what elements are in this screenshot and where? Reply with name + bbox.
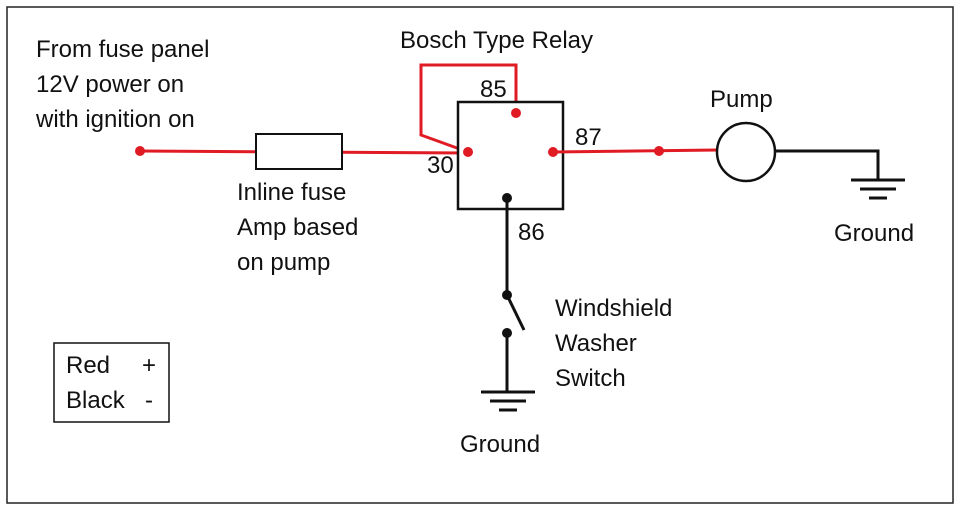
pump-ground-symbol xyxy=(851,178,905,200)
pin-30-label: 30 xyxy=(427,152,454,179)
pin-85-label: 85 xyxy=(480,76,507,103)
source-label-line2: 12V power on xyxy=(36,71,184,98)
power-source-terminal xyxy=(135,146,145,156)
switch-label-line1: Windshield xyxy=(555,295,672,322)
relay-pin-30 xyxy=(463,147,473,157)
fuse-label-line3: on pump xyxy=(237,249,330,276)
fuse-label-line2: Amp based xyxy=(237,214,358,241)
switch-ground-label: Ground xyxy=(460,431,540,458)
switch-label-line2: Washer xyxy=(555,330,637,357)
relay-title: Bosch Type Relay xyxy=(400,27,593,54)
relay-pin-85 xyxy=(511,108,521,118)
pin-86-label: 86 xyxy=(518,219,545,246)
pump-symbol xyxy=(715,121,777,183)
pump-feed-wire xyxy=(552,148,718,154)
switch-blade xyxy=(505,294,526,331)
pin-87-label: 87 xyxy=(575,124,602,151)
legend-black-label: Black xyxy=(66,387,126,414)
fuse-label-line1: Inline fuse xyxy=(237,179,346,206)
switch-label-line3: Switch xyxy=(555,365,626,392)
legend-red-label: Red xyxy=(66,352,110,379)
legend-red-symbol: + xyxy=(142,352,156,379)
source-label-line1: From fuse panel xyxy=(36,36,209,63)
pump-ground-wire xyxy=(775,149,880,180)
pump-feed-junction xyxy=(654,146,664,156)
legend-black-symbol: - xyxy=(145,387,153,414)
inline-fuse xyxy=(255,133,343,170)
pump-label: Pump xyxy=(710,86,773,113)
source-label-line3: with ignition on xyxy=(35,106,195,133)
legend: Red + Black - xyxy=(53,342,170,423)
switch-ground-symbol xyxy=(481,390,535,412)
pump-ground-label: Ground xyxy=(834,220,914,247)
jumper-wire-85-30 xyxy=(419,63,518,154)
relay-body xyxy=(456,100,565,211)
legend-box xyxy=(53,342,170,423)
